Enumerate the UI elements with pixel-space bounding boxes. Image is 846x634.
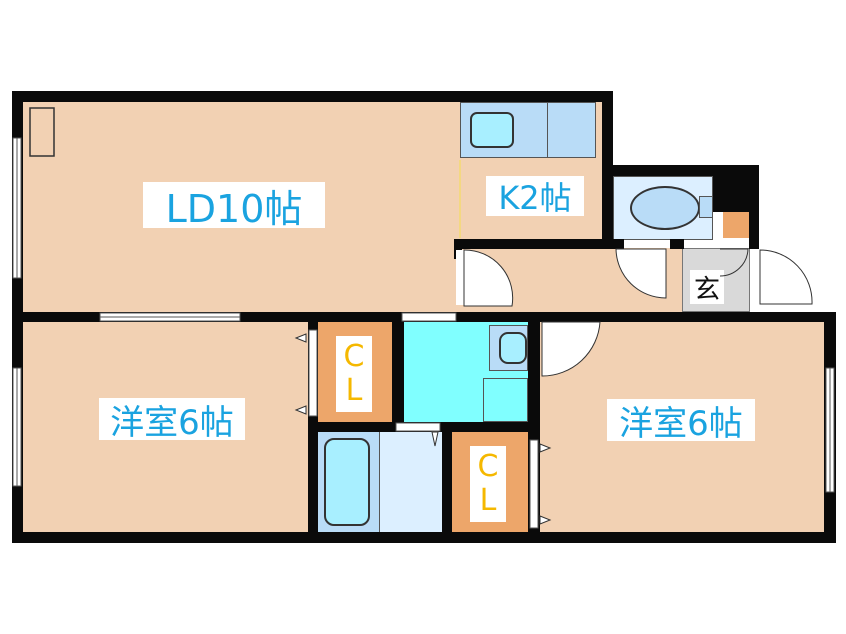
counter-divider (547, 102, 548, 158)
shoe-box (723, 212, 749, 238)
closet-2-l: L (479, 483, 497, 518)
bathtub (324, 438, 370, 526)
wall-hall-left (454, 239, 462, 259)
washbasin (499, 332, 527, 364)
closet-2-c: C (477, 449, 499, 484)
wall-top (12, 91, 612, 102)
wall-toilet-top (602, 165, 752, 176)
wall-hall-top2 (670, 239, 684, 249)
western-left-label: 洋室6帖 (99, 398, 245, 443)
ld-label: LD10帖 (143, 182, 325, 231)
kitchen-sink (470, 112, 514, 148)
wall-hall-top (454, 239, 624, 249)
kitchen-label: K2帖 (486, 176, 584, 217)
wall-mid-v2 (392, 312, 404, 432)
toilet (630, 186, 700, 230)
wall-toilet-right (713, 165, 753, 212)
closet-2-label: C L (470, 446, 506, 522)
entrance-label: 玄 (690, 270, 724, 305)
wall-shoebox-right (749, 165, 759, 249)
closet-1-label: C L (336, 336, 372, 412)
toilet-tank (699, 196, 713, 218)
western-right-label: 洋室6帖 (607, 399, 755, 444)
washing-machine-space (483, 378, 528, 422)
closet-1-c: C (343, 339, 365, 374)
wall-mid-v3 (442, 422, 452, 542)
closet-1-l: L (345, 373, 363, 408)
wall-bottom (12, 532, 836, 543)
